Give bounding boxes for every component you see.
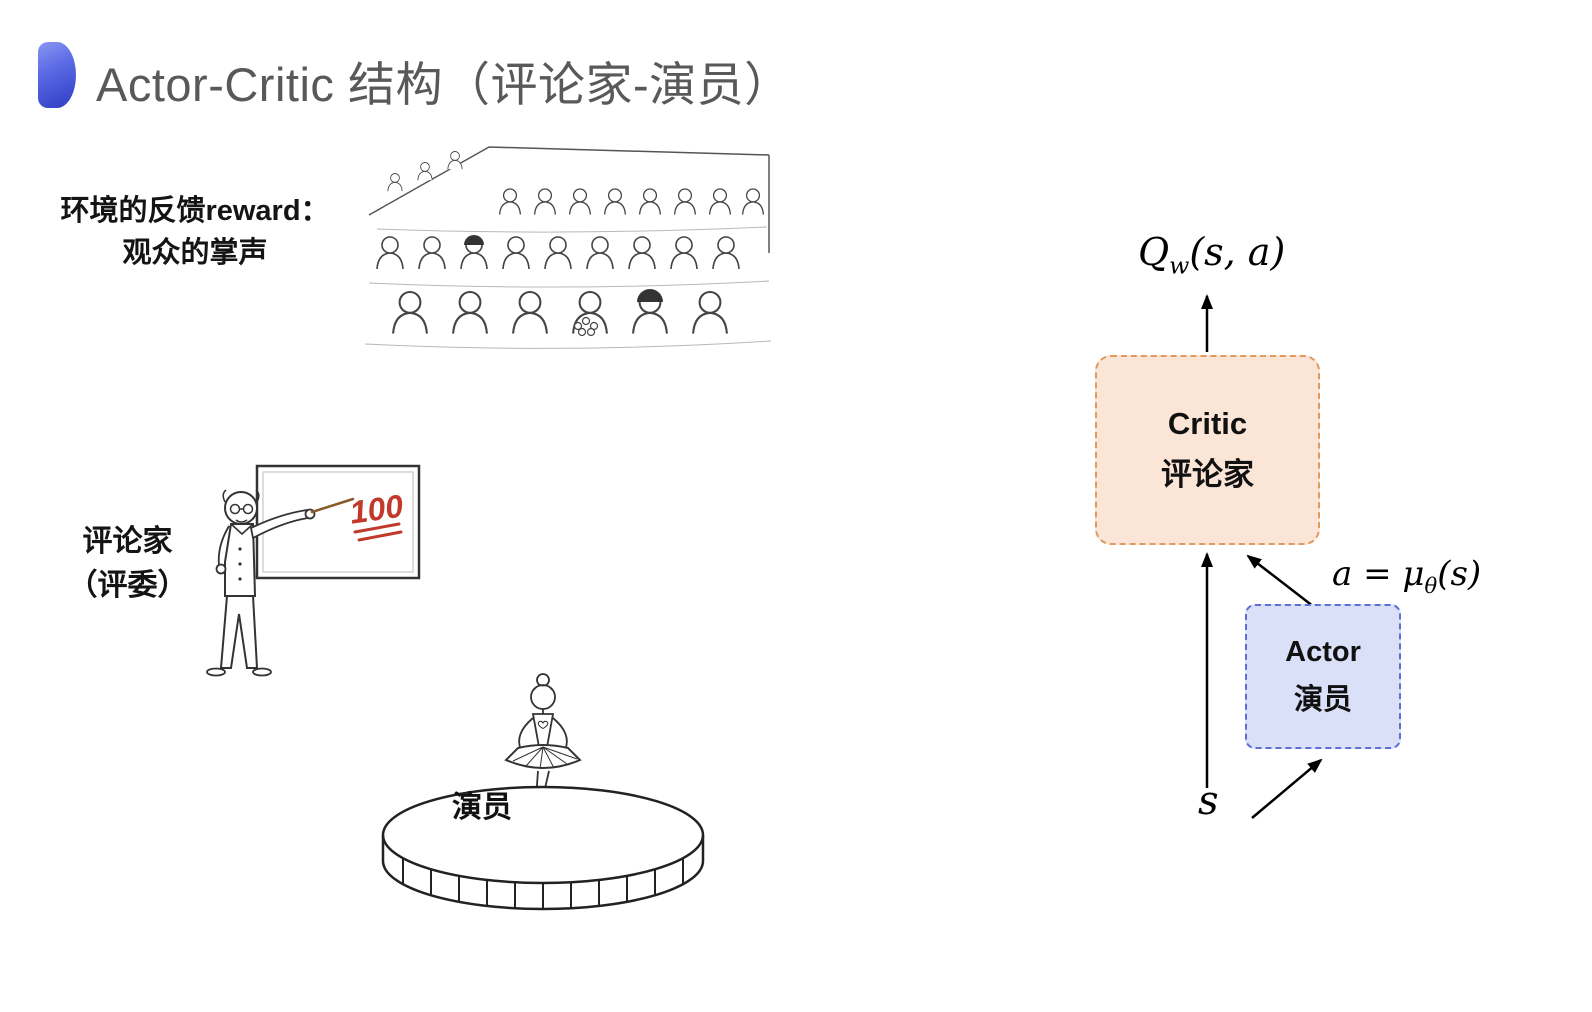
arrow-actor-to-critic bbox=[1246, 554, 1319, 611]
audience-seat-lines bbox=[365, 226, 772, 349]
title-accent-icon bbox=[38, 42, 76, 108]
page-title: Actor-Critic 结构（评论家-演员） bbox=[96, 58, 792, 111]
state-label: s bbox=[1198, 778, 1219, 824]
critic-caption-line1: 评论家 bbox=[82, 525, 173, 558]
critic-caption-line2: （评委） bbox=[67, 568, 188, 602]
action-equation-label: a = μθ(s) bbox=[1332, 554, 1481, 598]
stage-sketch: 演员 bbox=[381, 673, 705, 911]
audience-sketch bbox=[365, 146, 772, 349]
action-pre: a = μ bbox=[1332, 554, 1425, 594]
arrow-s-to-actor bbox=[1251, 758, 1323, 819]
actor-node: Actor 演员 bbox=[1245, 604, 1401, 749]
critic-node: Critic 评论家 bbox=[1095, 355, 1320, 545]
critic-node-label-en: Critic bbox=[1167, 406, 1248, 441]
action-subscript: θ bbox=[1424, 572, 1438, 598]
audience-back-row bbox=[498, 188, 765, 216]
dark-hair-accent bbox=[464, 235, 484, 245]
reward-caption: 环境的反馈reward： 观众的掌声 bbox=[40, 190, 350, 274]
judge-sketch: 100 bbox=[206, 464, 421, 677]
q-args: (s, a) bbox=[1189, 230, 1286, 274]
critic-node-label-zh: 评论家 bbox=[1161, 457, 1254, 492]
stage-label: 演员 bbox=[452, 791, 512, 824]
bouquet bbox=[573, 316, 599, 337]
reward-caption-line2: 观众的掌声 bbox=[122, 237, 268, 270]
q-subscript: w bbox=[1169, 251, 1190, 280]
action-post: (s) bbox=[1437, 554, 1482, 594]
audience-balcony-row bbox=[387, 151, 463, 192]
actor-node-label-en: Actor bbox=[1285, 635, 1361, 668]
critic-caption: 评论家 （评委） bbox=[40, 520, 215, 607]
judge-illustration: 100 bbox=[195, 462, 425, 707]
score-100: 100 bbox=[348, 488, 406, 542]
audience-front-row bbox=[392, 289, 728, 337]
q-base: Q bbox=[1138, 230, 1170, 274]
judge-figure bbox=[206, 489, 355, 677]
dark-hair-accent bbox=[637, 289, 663, 302]
stage-illustration: 演员 bbox=[368, 650, 718, 920]
audience-frame bbox=[368, 146, 770, 253]
q-output-label: Qw(s, a) bbox=[1138, 230, 1285, 280]
audience-illustration bbox=[365, 135, 775, 350]
audience-middle-row bbox=[376, 235, 740, 270]
reward-caption-line1: 环境的反馈reward： bbox=[60, 195, 330, 227]
stage-platform bbox=[381, 785, 705, 911]
ballerina-figure bbox=[504, 673, 582, 824]
actor-node-label-zh: 演员 bbox=[1293, 683, 1352, 716]
